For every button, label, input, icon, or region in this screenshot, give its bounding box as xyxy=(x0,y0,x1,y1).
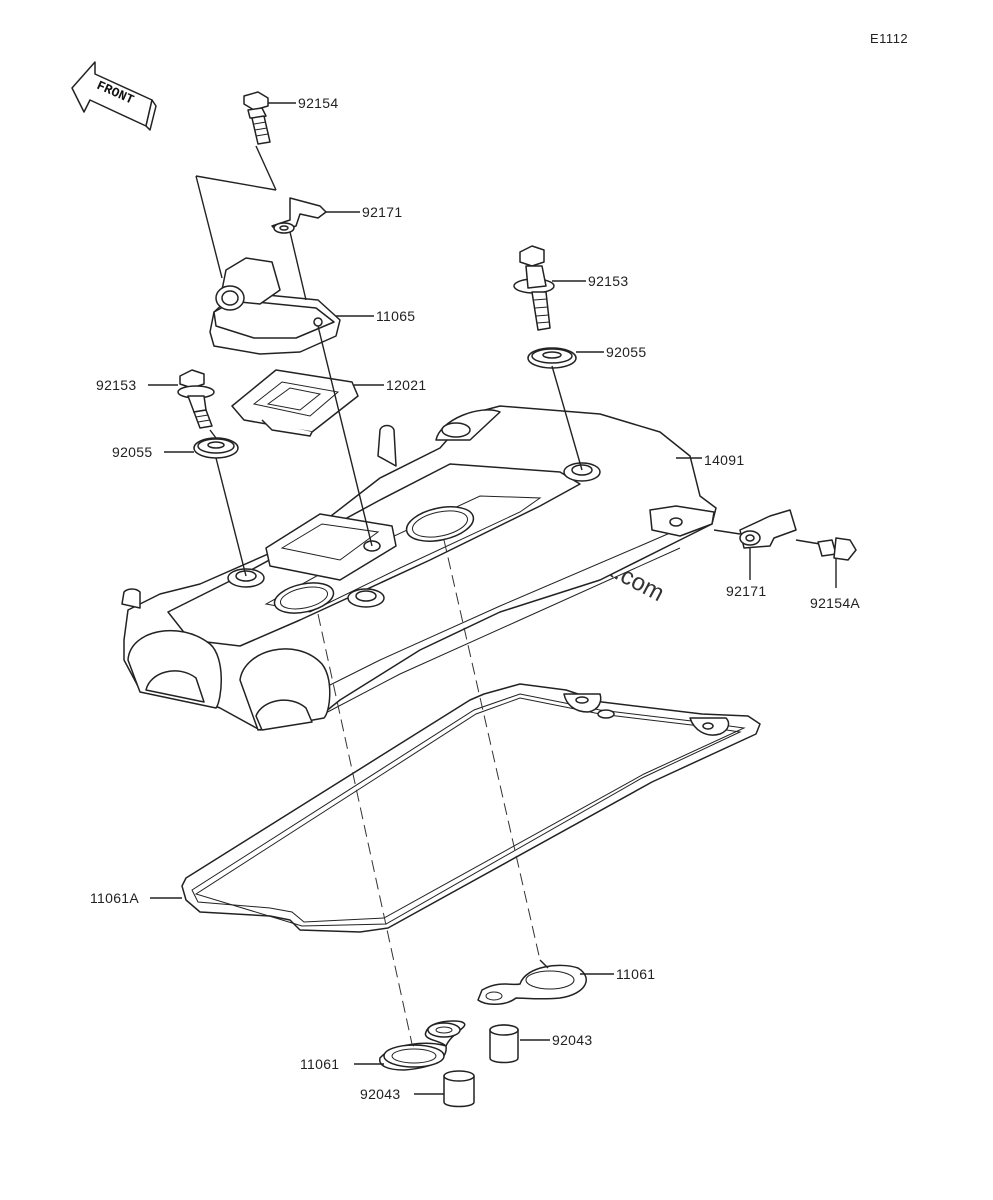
label-92154[interactable]: 92154 xyxy=(298,95,338,111)
align-right-gasket xyxy=(539,959,549,969)
align-left-gasket xyxy=(411,1043,415,1047)
collar-right-icon[interactable] xyxy=(489,1024,519,1064)
dashed-align-lines xyxy=(317,539,541,1045)
bracket-lines xyxy=(195,175,277,279)
front-arrow-icon: FRONT xyxy=(71,61,157,131)
label-11061-right[interactable]: 11061 xyxy=(616,966,655,982)
align-clamp-to-cover xyxy=(289,231,307,301)
label-92055-right[interactable]: 92055 xyxy=(606,344,646,360)
label-11061-left[interactable]: 11061 xyxy=(300,1056,339,1072)
label-92153-right[interactable]: 92153 xyxy=(588,273,628,289)
clamp-top-icon[interactable] xyxy=(271,197,327,234)
connector-92171-right xyxy=(713,529,741,535)
label-11065[interactable]: 11065 xyxy=(376,308,415,324)
label-92153-left[interactable]: 92153 xyxy=(96,377,136,393)
plug-gasket-left-icon[interactable] xyxy=(379,1020,466,1071)
bolt-right-small-icon[interactable] xyxy=(817,537,857,561)
washer-right-icon[interactable] xyxy=(527,347,577,369)
label-92043-left[interactable]: 92043 xyxy=(360,1086,400,1102)
breather-cover-icon[interactable] xyxy=(209,257,341,355)
align-bolt-to-clamp xyxy=(255,145,277,191)
washer-left-icon[interactable] xyxy=(193,437,239,459)
label-14091[interactable]: 14091 xyxy=(704,452,744,468)
bolt-left-icon[interactable] xyxy=(177,369,215,429)
collar-left-icon[interactable] xyxy=(443,1070,475,1108)
label-12021[interactable]: 12021 xyxy=(386,377,426,393)
label-92043-right[interactable]: 92043 xyxy=(552,1032,592,1048)
connector-92154A xyxy=(795,539,821,545)
align-left-bolt-washer xyxy=(209,429,217,439)
diagram-code: E1112 xyxy=(870,31,908,46)
bolt-top-icon[interactable] xyxy=(243,91,271,145)
align-cover-to-frame xyxy=(317,325,373,547)
clamp-right-icon[interactable] xyxy=(739,509,797,549)
bolt-right-icon[interactable] xyxy=(513,245,555,331)
align-right-washer-boss xyxy=(551,365,583,471)
label-11061A[interactable]: 11061A xyxy=(90,890,139,906)
label-92055-left[interactable]: 92055 xyxy=(112,444,152,460)
align-left-washer-boss xyxy=(215,457,247,577)
cylinder-head-cover-icon[interactable] xyxy=(121,405,717,731)
breather-plate-icon[interactable] xyxy=(231,369,359,437)
label-92171-top[interactable]: 92171 xyxy=(362,204,402,220)
label-92171-right[interactable]: 92171 xyxy=(726,583,766,599)
label-92154A[interactable]: 92154A xyxy=(810,595,860,611)
plug-gasket-right-icon[interactable] xyxy=(477,964,587,1005)
head-cover-gasket-icon[interactable] xyxy=(181,683,761,933)
